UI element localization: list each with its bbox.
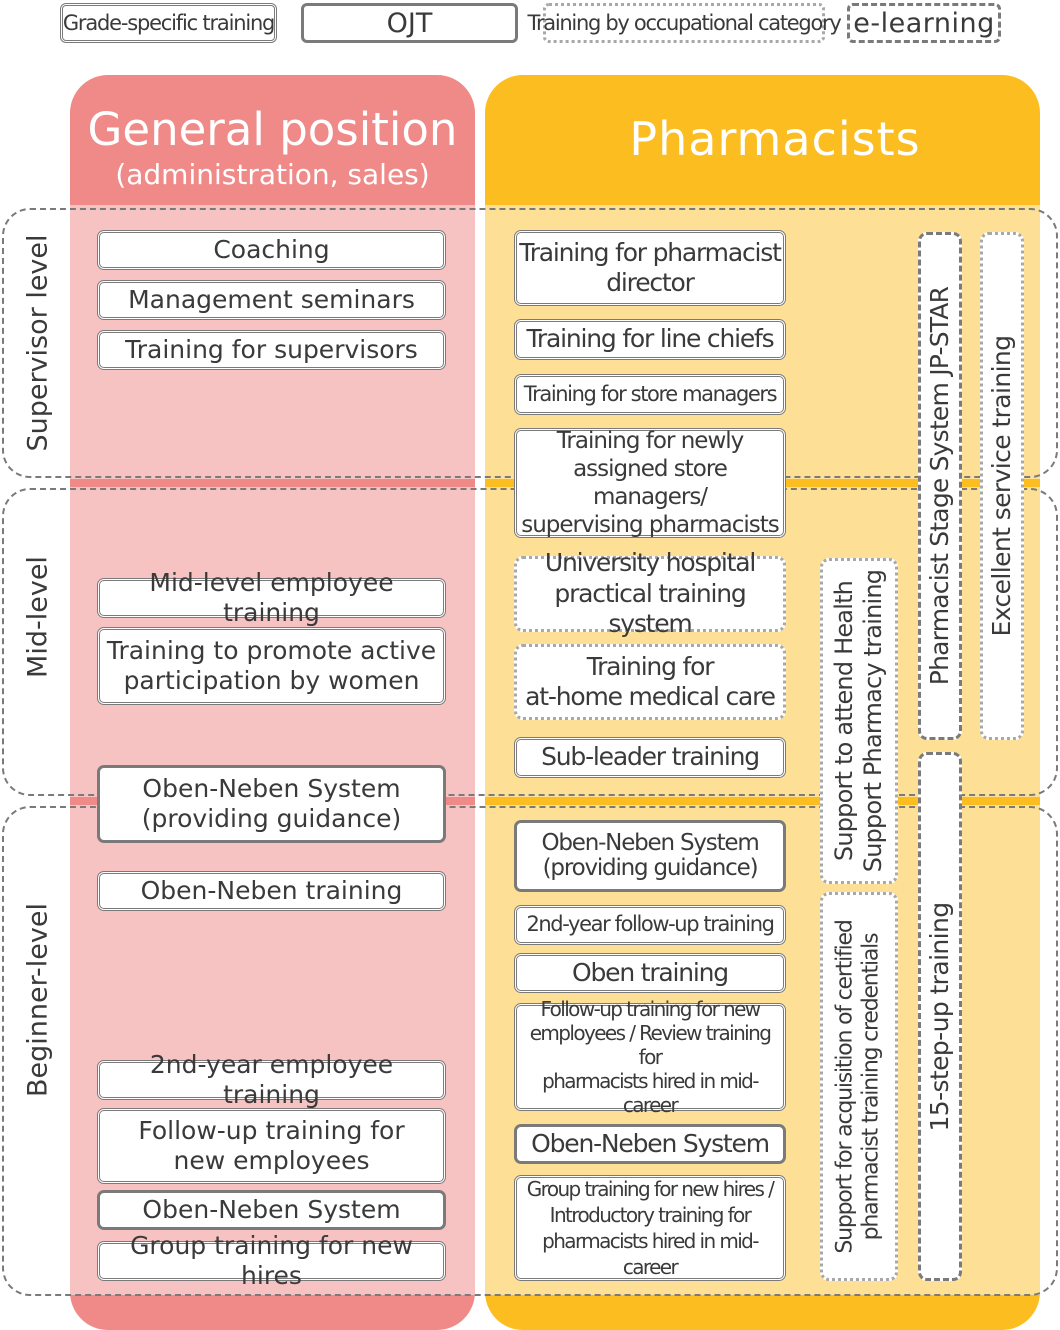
at-home-care-line2: at-home medical care <box>525 682 776 711</box>
level-label-supervisor: Supervisor level <box>22 234 54 452</box>
store-managers-label: Training for store managers <box>523 381 778 406</box>
at-home-care-line1: Training for <box>586 651 715 681</box>
university-hospital-line1: University hospital <box>544 548 757 578</box>
pharmacist-director-box: Training for pharmacist director <box>514 230 786 306</box>
legend-occupational-label: Training by occupational category <box>527 11 842 35</box>
new-store-managers-box: Training for newly assigned store manage… <box>514 428 786 538</box>
pharm-oben-guidance-line1: Oben-Neben System <box>541 829 759 856</box>
second-year-followup-box: 2nd-year follow-up training <box>514 905 786 945</box>
health-support-line2: Support Pharmacy training <box>859 569 887 873</box>
line-chiefs-box: Training for line chiefs <box>514 319 786 360</box>
followup-new-employees-line2: new employees <box>173 1146 370 1175</box>
university-hospital-line2: practical training system <box>554 578 746 639</box>
jp-star-box: Pharmacist Stage System JP-STAR <box>918 232 962 740</box>
oben-neben-guidance-line2: (providing guidance) <box>141 804 402 833</box>
oben-neben-training-label: Oben-Neben training <box>140 875 403 905</box>
followup-new-employees-box: Follow-up training for new employees <box>97 1108 446 1184</box>
pharm-followup-line2: employees / Review training for <box>529 1021 772 1069</box>
certified-line1: Support for acquisition of certified <box>832 919 858 1254</box>
legend-occupational: Training by occupational category <box>528 3 842 43</box>
mid-level-training-box: Mid-level employee training <box>97 568 446 627</box>
pharmacist-director-line1: Training for pharmacist <box>519 237 782 267</box>
management-seminars-box: Management seminars <box>97 280 446 320</box>
group-new-hires-box: Group training for new hires <box>97 1231 446 1290</box>
level-label-beginner: Beginner-level <box>22 903 54 1097</box>
followup-new-employees-line1: Follow-up training for <box>138 1115 405 1145</box>
pharm-followup-line3: pharmacists hired in mid-career <box>542 1069 759 1117</box>
certified-credentials-text: Support for acquisition of certified pha… <box>833 920 886 1253</box>
excellent-service-box: Excellent service training <box>980 232 1024 740</box>
beginner-level-band <box>2 806 1058 1296</box>
pharm-oben-guidance-box: Oben-Neben System (providing guidance) <box>514 820 786 892</box>
mid-level-training-label: Mid-level employee training <box>149 567 394 628</box>
group-new-hires-label: Group training for new hires <box>130 1230 413 1291</box>
training-supervisors-label: Training for supervisors <box>125 334 418 364</box>
pharm-followup-box: Follow-up training for new employees / R… <box>514 997 786 1117</box>
legend-ojt: OJT <box>301 3 518 43</box>
second-year-training-box: 2nd-year employee training <box>97 1050 446 1109</box>
pharm-oben-neben-system-label: Oben-Neben System <box>531 1128 770 1158</box>
oben-neben-system-box: Oben-Neben System <box>97 1190 446 1230</box>
pharm-group-new-hires-line2: Introductory training for <box>549 1203 752 1227</box>
university-hospital-box: University hospital practical training s… <box>514 548 786 638</box>
pharmacists-column-title: Pharmacists <box>629 112 921 166</box>
separator-stripe <box>485 797 1040 805</box>
certified-credentials-box: Support for acquisition of certified pha… <box>820 892 898 1281</box>
coaching-box: Coaching <box>97 230 446 270</box>
line-chiefs-label: Training for line chiefs <box>526 324 775 354</box>
fifteen-step-box: 15-step-up training <box>918 752 962 1281</box>
new-store-managers-line2: assigned store managers/ <box>573 455 728 510</box>
health-support-pharmacy-text: Support to attend Health Support Pharmac… <box>830 570 888 872</box>
jp-star-text: Pharmacist Stage System JP-STAR <box>925 286 954 686</box>
legend-elearning: e-learning <box>847 3 1001 43</box>
pharm-oben-neben-system-box: Oben-Neben System <box>514 1124 786 1164</box>
second-year-followup-label: 2nd-year follow-up training <box>526 912 775 937</box>
oben-neben-system-label: Oben-Neben System <box>142 1194 401 1224</box>
fifteen-step-text: 15-step-up training <box>925 901 954 1132</box>
pharm-followup-line1: Follow-up training for new <box>540 997 761 1021</box>
oben-neben-guidance-line1: Oben-Neben System <box>142 773 401 803</box>
pharmacist-director-line2: director <box>606 268 695 297</box>
oben-neben-guidance-box: Oben-Neben System (providing guidance) <box>97 765 446 843</box>
legend-grade-specific: Grade-specific training <box>60 3 277 43</box>
oben-training-label: Oben training <box>572 957 729 987</box>
pharm-group-new-hires-line1: Group training for new hires / <box>526 1177 775 1201</box>
management-seminars-label: Management seminars <box>128 284 415 314</box>
women-participation-line2: participation by women <box>123 666 420 695</box>
oben-training-box: Oben training <box>514 953 786 993</box>
health-support-pharmacy-box: Support to attend Health Support Pharmac… <box>820 558 898 884</box>
coaching-label: Coaching <box>213 234 330 264</box>
legend-elearning-label: e-learning <box>853 7 995 39</box>
new-store-managers-line1: Training for newly <box>556 427 745 454</box>
certified-line2: pharmacist training credentials <box>859 933 884 1240</box>
store-managers-box: Training for store managers <box>514 374 786 415</box>
pharm-oben-guidance-line2: (providing guidance) <box>542 855 759 881</box>
pharm-group-new-hires-box: Group training for new hires / Introduct… <box>514 1175 786 1281</box>
general-column-title: General position <box>87 103 458 156</box>
legend-grade-specific-label: Grade-specific training <box>62 11 276 35</box>
oben-neben-training-box: Oben-Neben training <box>97 871 446 911</box>
health-support-line1: Support to attend Health <box>830 580 859 862</box>
pharm-group-new-hires-line3: pharmacists hired in mid-career <box>542 1229 759 1279</box>
level-label-mid: Mid-level <box>22 556 54 678</box>
women-participation-box: Training to promote active participation… <box>97 627 446 705</box>
women-participation-line1: Training to promote active <box>106 635 437 665</box>
sub-leader-box: Sub-leader training <box>514 737 786 778</box>
separator-stripe <box>70 479 475 487</box>
legend-ojt-label: OJT <box>386 7 433 39</box>
training-supervisors-box: Training for supervisors <box>97 330 446 370</box>
new-store-managers-line3: supervising pharmacists <box>521 512 779 539</box>
excellent-service-text: Excellent service training <box>987 335 1016 637</box>
second-year-training-label: 2nd-year employee training <box>149 1049 394 1110</box>
sub-leader-label: Sub-leader training <box>541 742 760 772</box>
general-column-subtitle: (administration, sales) <box>115 158 430 191</box>
at-home-care-box: Training for at-home medical care <box>514 644 786 720</box>
